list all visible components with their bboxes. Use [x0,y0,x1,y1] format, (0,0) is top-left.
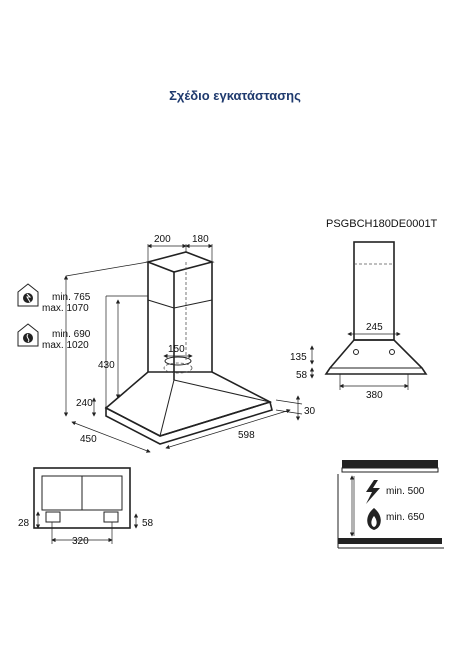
lightning-icon [366,480,380,504]
dim-outlet-diameter: 150 [168,344,185,355]
main-view: 200 180 430 240 150 450 598 30 m [17,234,316,453]
dim-depth: 450 [80,434,97,445]
dim-bracket-height: 135 [290,352,307,363]
dim-chimney-height: 430 [98,360,115,371]
height-range-1-min: min. 765 [52,292,91,303]
side-view: 245 135 58 380 [290,241,428,401]
clearance-electric: min. 500 [386,486,425,497]
dim-spacing: 320 [72,536,89,547]
chimney [145,251,215,380]
dim-bracket-width: 245 [366,322,383,333]
page-title: Σχέδιο εγκατάστασης [169,88,301,103]
dim-top-width-b: 180 [192,234,209,245]
dim-canopy-height: 240 [76,398,93,409]
dim-rim-thickness: 30 [304,406,316,417]
flame-icon [367,508,381,530]
dim-side-canopy-height: 58 [296,370,308,381]
dim-width: 598 [238,430,255,441]
model-code: PSGBCH180DE0001T [326,218,438,230]
dim-left-offset: 28 [18,518,30,529]
height-range-2-min: min. 690 [52,329,91,340]
height-range-2-max: max. 1020 [42,340,89,351]
dim-base-width: 380 [366,390,383,401]
dim-top-width-a: 200 [154,234,171,245]
clearance-gas: min. 650 [386,512,425,523]
bottom-view: 28 58 320 [18,467,154,547]
dim-right-offset: 58 [142,518,154,529]
height-range-1-max: max. 1070 [42,303,89,314]
electric-hob-icon [17,283,39,307]
clearance-view: min. 500 min. 650 [337,460,444,549]
gas-hob-icon [17,323,39,347]
